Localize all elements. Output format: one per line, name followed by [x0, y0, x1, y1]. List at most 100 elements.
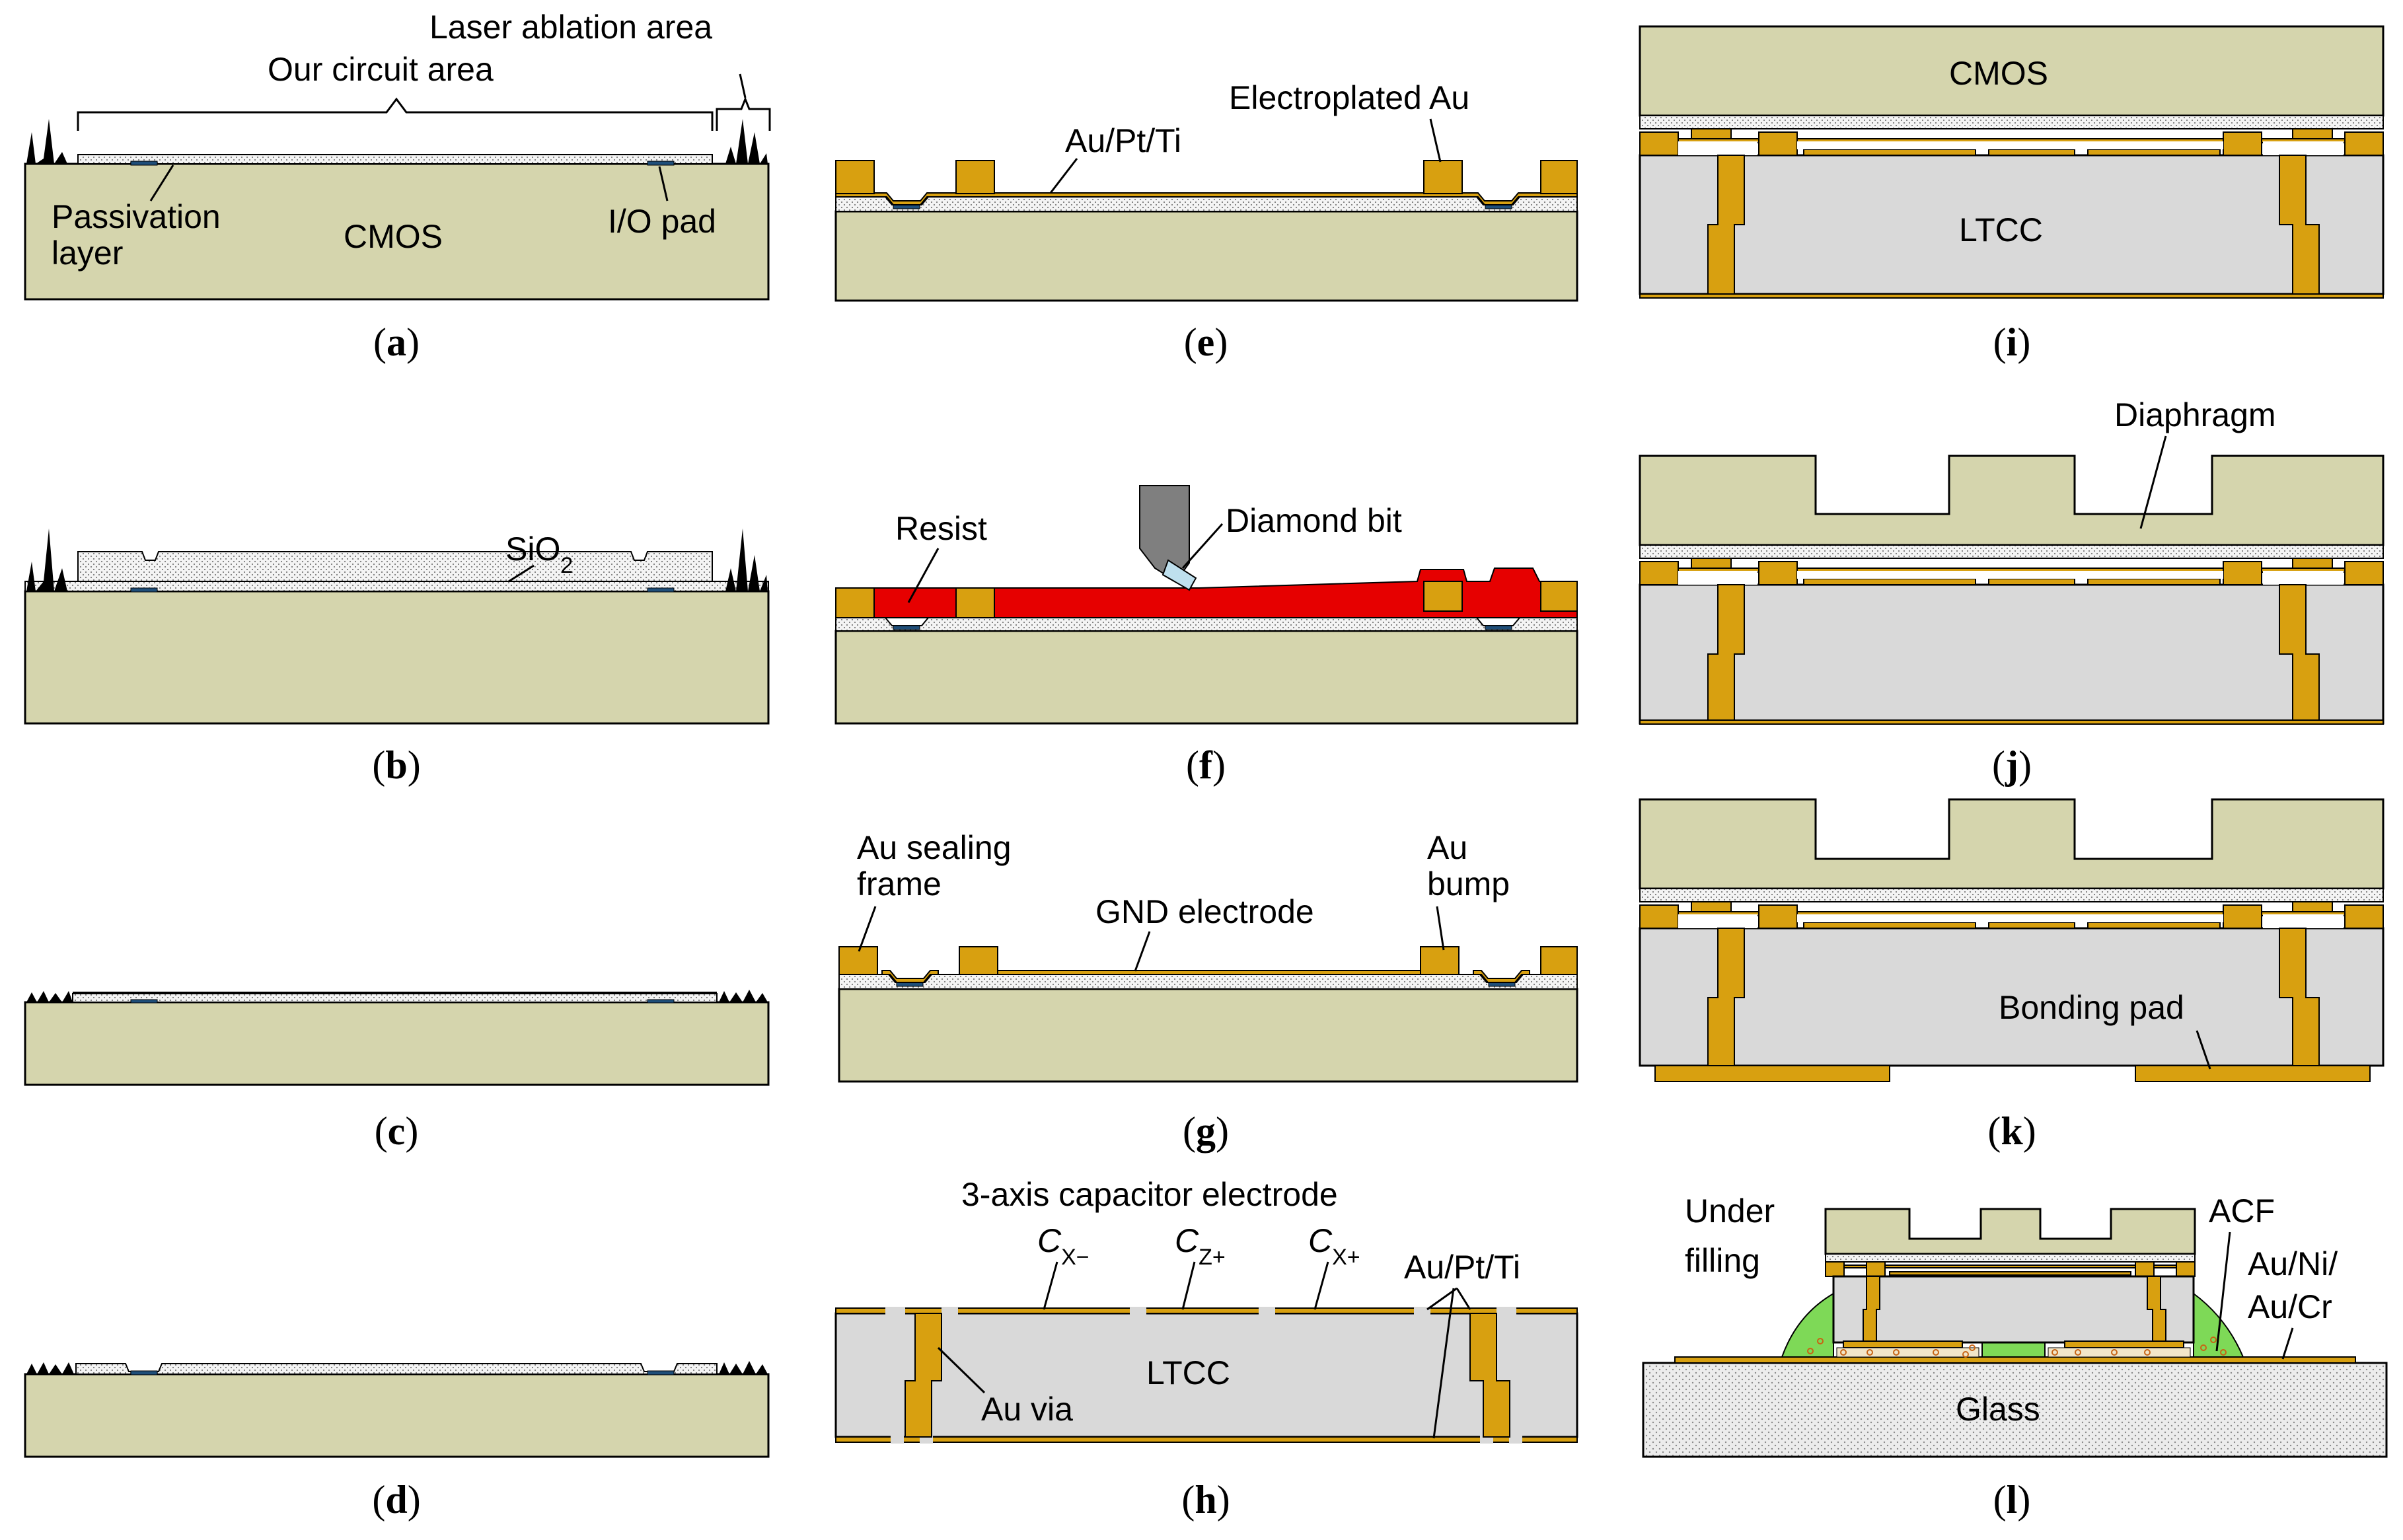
oxide-layer: [835, 617, 1578, 632]
electrode-3: [2087, 149, 2221, 156]
cmos-substrate: [834, 210, 1578, 302]
label-au-via: Au via: [981, 1391, 1073, 1428]
io-pad-left: [130, 1370, 158, 1375]
label-sealing-2: frame: [857, 865, 942, 902]
ltcc-substrate: [834, 1312, 1578, 1438]
io-pad-left: [130, 999, 158, 1004]
thin-film: [73, 992, 717, 994]
label-auni-1: Au/Ni/: [2248, 1245, 2338, 1282]
sio2-layer: [77, 551, 713, 582]
sealing-leader: [858, 906, 877, 952]
seal-right: [2344, 904, 2384, 929]
cavity-center: [1797, 141, 2223, 149]
io-pad-right: [1485, 625, 1512, 630]
via-right: [2279, 155, 2320, 295]
panel-e: Electroplated Au Au/Pt/Ti: [834, 79, 1578, 302]
caption-e: (e): [1184, 320, 1228, 364]
laser-area-brace: [716, 96, 771, 131]
au-bump-1: [835, 587, 875, 618]
io-pad-right: [647, 161, 675, 166]
chip-pad-right: [2064, 1340, 2184, 1348]
label-circuit-area: Our circuit area: [268, 51, 494, 88]
ablation-debris-right: [719, 1361, 768, 1374]
chip-cmos: [1824, 1208, 2196, 1255]
bottom-metal: [835, 1436, 1578, 1443]
bump-left: [1758, 131, 1798, 156]
caption-a: (a): [373, 320, 420, 364]
electrode-gap-4: [1259, 1307, 1275, 1315]
plated-au-3: [1423, 160, 1463, 194]
acf-right: [2048, 1347, 2191, 1358]
io-pad-left: [893, 625, 920, 630]
au-via-right: [1469, 1313, 1510, 1438]
electrode-gap-2: [942, 1307, 958, 1315]
underfill-right: [2193, 1292, 2244, 1358]
cavity-left: [1678, 914, 1757, 928]
cx-minus-leader: [1043, 1261, 1058, 1310]
pad-connect-right: [2292, 558, 2333, 569]
underfill-left: [1781, 1292, 1834, 1358]
laser-area-leader: [739, 73, 747, 98]
underfill-center: [1981, 1340, 2046, 1358]
sio2-leader: [508, 564, 535, 583]
seal-right: [2344, 131, 2384, 156]
ablation-debris-left: [26, 529, 67, 591]
io-pad-left: [130, 161, 158, 166]
label-auni-2: Au/Cr: [2248, 1288, 2332, 1325]
panel-f: Resist Diamond bit: [834, 485, 1578, 725]
au-bump-left: [959, 946, 998, 975]
label-passivation-1: Passivation: [52, 198, 221, 235]
electrode-3: [2087, 922, 2221, 929]
caption-g: (g): [1183, 1109, 1229, 1153]
io-pad-right: [647, 587, 675, 593]
io-pad-leader: [658, 166, 669, 202]
cmos-oxide: [1639, 888, 2384, 902]
label-sealing-1: Au sealing: [857, 829, 1012, 866]
caption-k: (k): [1987, 1109, 2036, 1153]
label-acf: ACF: [2209, 1192, 2275, 1229]
caption-i: (i): [1993, 320, 2031, 364]
panel-j: Diaphragm: [1639, 396, 2385, 725]
top-metal: [835, 1307, 1578, 1314]
label-cx-minus: CX−: [1037, 1222, 1090, 1270]
panel-i: CMOS LTCC: [1639, 25, 2385, 299]
chip-bump-right: [2135, 1261, 2155, 1277]
circuit-area-brace: [77, 97, 714, 131]
cmos-substrate: [24, 1373, 770, 1458]
label-aupt: Au/Pt/Ti: [1065, 122, 1181, 159]
plated-au-2: [955, 160, 995, 194]
label-gnd: GND electrode: [1095, 893, 1314, 930]
cmos-substrate: [838, 988, 1578, 1083]
label-electroplated: Electroplated Au: [1229, 79, 1469, 116]
ltcc-substrate: [1639, 927, 2385, 1067]
electroplated-leader: [1429, 118, 1442, 163]
cavity-left: [1678, 571, 1757, 585]
au-pad-right: [1473, 970, 1530, 983]
caption-l: (l): [1993, 1478, 2031, 1522]
au-sealing-frame-right: [1540, 946, 1578, 975]
glass-electrode: [1674, 1356, 2356, 1364]
cmos-cap: [1639, 25, 2385, 117]
via-left: [1707, 155, 1745, 295]
electrode-gap-5: [1414, 1307, 1430, 1315]
cavity-right: [2263, 914, 2344, 928]
label-cmos: CMOS: [344, 218, 443, 255]
cz-plus-leader: [1181, 1261, 1196, 1310]
via-right: [2279, 584, 2320, 721]
cavity-right: [2263, 141, 2344, 155]
electrode-3: [2087, 578, 2221, 585]
glass-substrate: [1642, 1362, 2388, 1458]
label-cz-plus: CZ+: [1175, 1222, 1226, 1270]
panel-b: SiO2: [24, 529, 770, 725]
pad-connect-right: [2292, 128, 2333, 139]
oxide-layer: [75, 1363, 718, 1375]
cmos-substrate: [834, 630, 1578, 725]
label-cx-plus: CX+: [1308, 1222, 1360, 1270]
cmos-thinned: [1639, 455, 2385, 546]
panel-a: Our circuit area Laser ablation area Pas…: [24, 9, 771, 301]
label-sio2: SiO2: [505, 531, 573, 578]
label-h-ltcc: LTCC: [1146, 1354, 1230, 1391]
cmos-oxide: [1639, 115, 2384, 129]
electrode-2: [1988, 922, 2075, 929]
